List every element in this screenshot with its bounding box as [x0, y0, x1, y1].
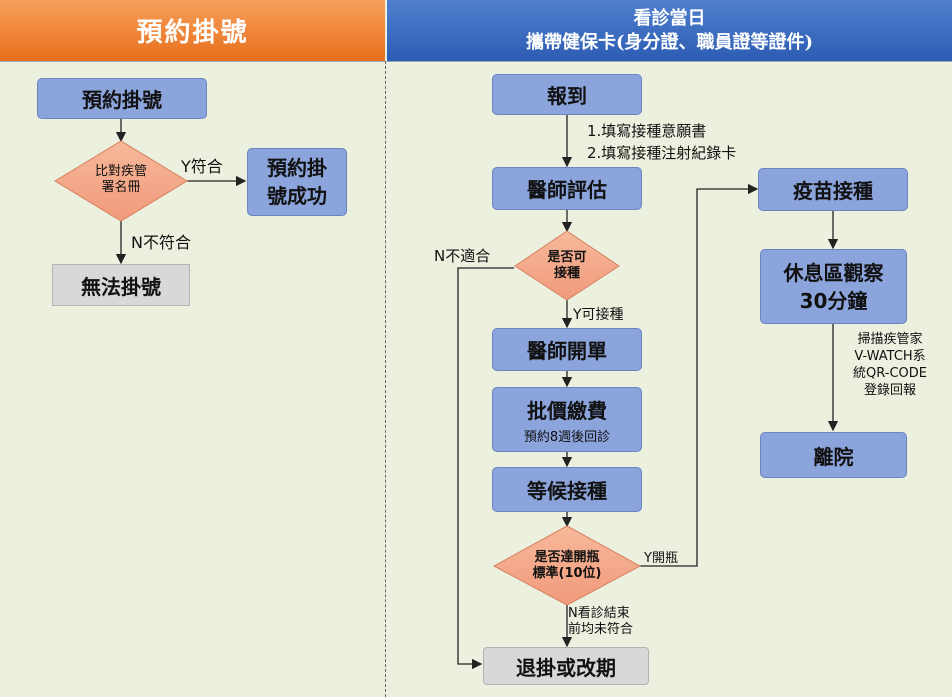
payment-label: 批價繳費: [527, 398, 607, 423]
open-vial-decision-diamond: [492, 525, 642, 606]
left-yes-label: Y符合: [181, 157, 223, 176]
left-header: 預約掛號: [0, 0, 385, 61]
booking-success-line2: 號成功: [267, 184, 327, 208]
registry-check-label: 比對疾管署名冊: [66, 164, 176, 196]
prescription-box: 醫師開單: [492, 328, 642, 371]
cancel-reschedule-label: 退掛或改期: [516, 655, 616, 680]
open-vial-label: 是否達開瓶標準(10位): [517, 550, 617, 582]
header-divider: [0, 61, 952, 62]
open-vial-yes-label: Y開瓶: [644, 551, 678, 566]
registry-check-line2: 署名冊: [101, 180, 141, 195]
note-record-card: 2.填寫接種注射紀錄卡: [587, 144, 737, 162]
right-header: 看診當日 攜帶健保卡(身分證、職員證等證件): [387, 0, 952, 61]
can-vaccinate-yes-label: Y可接種: [573, 307, 624, 323]
payment-sublabel: 預約8週後回診: [523, 429, 611, 445]
wait-vaccination-box: 等候接種: [492, 467, 642, 512]
open-vial-no-label: N看診結束前均未符合: [568, 606, 633, 638]
observation-line2: 30分鐘: [799, 288, 868, 313]
scan-note-line3: 統QR-CODE: [853, 366, 927, 381]
column-divider: [385, 61, 386, 697]
checkin-label: 報到: [547, 84, 587, 108]
prescription-label: 醫師開單: [527, 339, 607, 363]
vaccination-label: 疫苗接種: [793, 179, 873, 203]
left-decision-diamond: [54, 140, 188, 222]
observation-box: 休息區觀察 30分鐘: [760, 249, 907, 324]
checkin-box: 報到: [492, 74, 642, 115]
doctor-assessment-label: 醫師評估: [527, 178, 607, 202]
book-appointment-box: 預約掛號: [37, 78, 207, 119]
booking-failed-box: 無法掛號: [52, 264, 190, 306]
vaccination-box: 疫苗接種: [758, 168, 908, 211]
booking-success-line1: 預約掛: [267, 156, 327, 180]
left-no-label: N不符合: [131, 233, 191, 252]
booking-success-box: 預約掛號成功: [247, 148, 347, 216]
doctor-assessment-box: 醫師評估: [492, 167, 642, 210]
checkin-notes: 1.填寫接種意願書 2.填寫接種注射紀錄卡: [587, 120, 736, 164]
right-header-line2: 攜帶健保卡(身分證、職員證等證件): [525, 31, 814, 53]
vaccinate-decision-diamond: [514, 230, 620, 301]
observation-line1: 休息區觀察: [783, 260, 884, 285]
book-appointment-label: 預約掛號: [82, 88, 162, 112]
scan-note-line2: V-WATCH系: [854, 349, 926, 364]
scan-report-note: 掃描疾管家 V-WATCH系 統QR-CODE 登錄回報: [835, 331, 945, 399]
note-consent-form: 1.填寫接種意願書: [587, 122, 707, 140]
discharge-box: 離院: [760, 432, 907, 478]
scan-note-line4: 登錄回報: [863, 383, 916, 398]
open-vial-no-line1: N看診結束: [568, 606, 630, 621]
open-vial-line1: 是否達開瓶: [534, 550, 600, 565]
can-vaccinate-line1: 是否可: [547, 250, 587, 265]
scan-note-line1: 掃描疾管家: [857, 332, 923, 347]
open-vial-line2: 標準(10位): [532, 566, 602, 581]
payment-box: 批價繳費 預約8週後回診: [492, 387, 642, 452]
registry-check-line1: 比對疾管: [94, 164, 147, 179]
open-vial-no-line2: 前均未符合: [568, 622, 634, 637]
not-suitable-label: N不適合: [434, 247, 491, 265]
right-header-line1: 看診當日: [633, 7, 706, 29]
booking-failed-label: 無法掛號: [81, 274, 161, 299]
can-vaccinate-label: 是否可接種: [527, 250, 607, 282]
cancel-reschedule-box: 退掛或改期: [483, 647, 649, 685]
left-header-title: 預約掛號: [136, 18, 249, 48]
wait-vaccination-label: 等候接種: [527, 479, 607, 503]
discharge-label: 離院: [813, 444, 854, 469]
can-vaccinate-line2: 接種: [553, 266, 580, 281]
